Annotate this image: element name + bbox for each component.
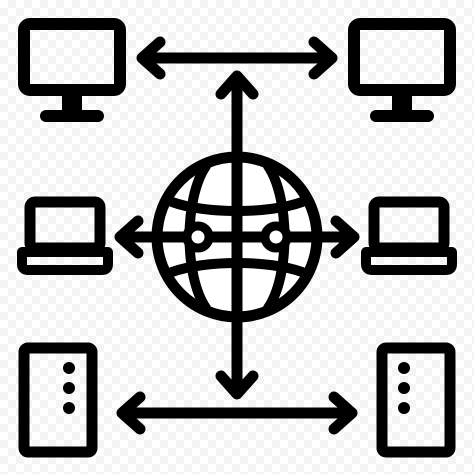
laptop-left-icon xyxy=(17,196,113,275)
server-bottom-right-icon xyxy=(376,342,456,458)
desktop-monitor-top-left-icon xyxy=(18,18,126,122)
globe-icon xyxy=(151,151,323,323)
laptop-right-icon xyxy=(361,196,457,275)
desktop-monitor-top-right-icon xyxy=(348,18,456,122)
server-bottom-left-icon xyxy=(18,342,98,458)
top-double-arrow-icon xyxy=(136,36,338,80)
bottom-double-arrow-icon xyxy=(116,391,358,435)
